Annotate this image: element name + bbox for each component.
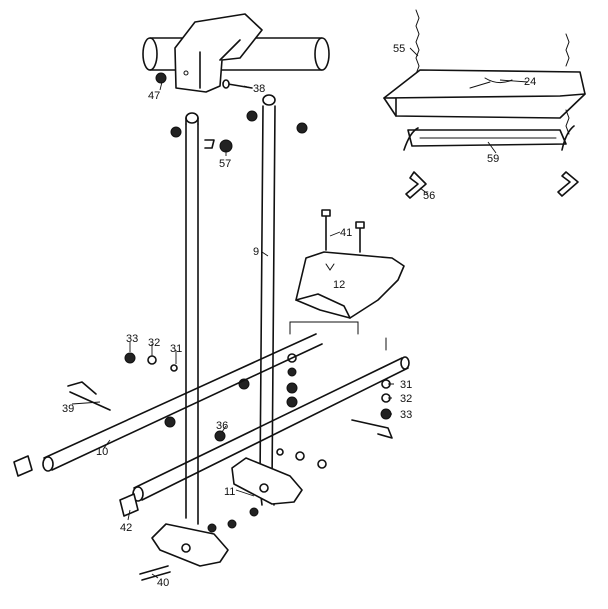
callout-31-right: 31 — [400, 379, 412, 391]
swing-seat — [383, 9, 586, 199]
leader-lines — [71, 47, 529, 579]
callout-41: 41 — [340, 227, 352, 239]
callout-36: 36 — [216, 420, 228, 432]
callout-33-left: 33 — [126, 333, 138, 345]
callout-57: 57 — [219, 158, 231, 170]
callout-32-right: 32 — [400, 393, 412, 405]
base-rails — [13, 333, 410, 517]
callout-39: 39 — [62, 403, 74, 415]
callout-10: 10 — [96, 446, 108, 458]
feet — [139, 457, 303, 581]
callout-31-left: 31 — [170, 343, 182, 355]
callout-33-right: 33 — [400, 409, 412, 421]
callout-11: 11 — [224, 486, 235, 498]
callout-9: 9 — [253, 246, 259, 258]
callout-40: 40 — [157, 577, 169, 589]
callout-42: 42 — [120, 522, 132, 534]
uprights — [185, 94, 276, 525]
callout-32-left: 32 — [148, 337, 160, 349]
top-crossbar — [142, 13, 330, 93]
callout-12: 12 — [333, 279, 345, 291]
callout-38: 38 — [253, 83, 265, 95]
callout-55: 55 — [393, 43, 405, 55]
callout-47: 47 — [148, 90, 160, 102]
callout-24: 24 — [524, 76, 536, 88]
callout-59: 59 — [487, 153, 499, 165]
glider-seat — [289, 251, 405, 351]
callout-56: 56 — [423, 190, 435, 202]
